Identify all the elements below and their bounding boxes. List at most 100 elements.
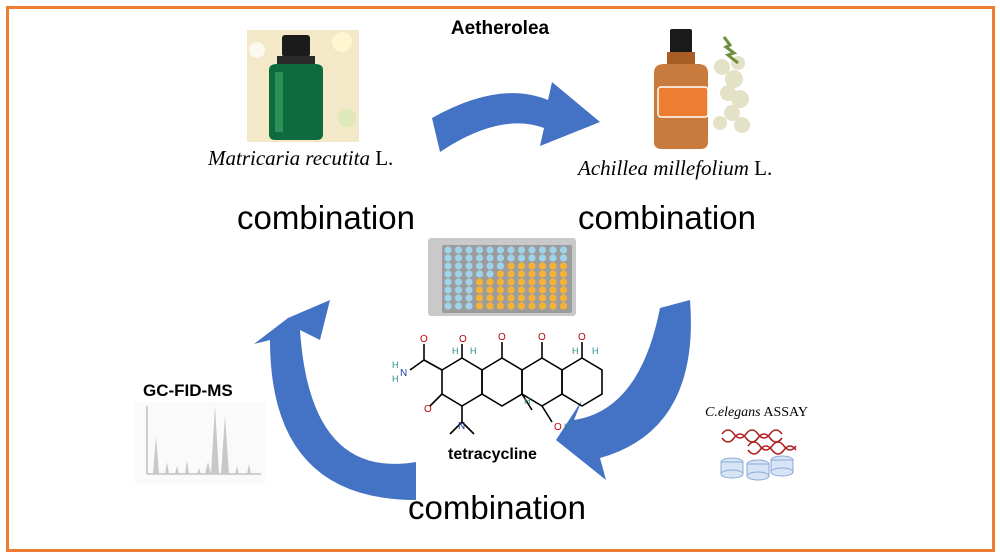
- plate-well: [538, 262, 547, 270]
- plate-well: [549, 246, 557, 254]
- matricaria-species-label: Matricaria recutita L.: [208, 146, 394, 170]
- plate-well: [538, 294, 547, 302]
- svg-text:H: H: [392, 374, 399, 384]
- plate-well: [528, 270, 536, 278]
- plate-well: [559, 254, 568, 262]
- plate-well: [475, 302, 484, 310]
- achillea-species-label: Achillea millefolium L.: [578, 156, 773, 180]
- plate-well: [444, 286, 452, 294]
- svg-text:O: O: [578, 332, 586, 343]
- combination-label-right: combination: [578, 199, 756, 236]
- plate-well: [549, 278, 557, 286]
- plate-well: [507, 270, 515, 278]
- plate-well: [538, 286, 547, 294]
- plate-well: [517, 286, 526, 294]
- plate-well: [559, 294, 568, 302]
- plate-well: [528, 254, 536, 262]
- plate-well: [465, 270, 473, 278]
- plate-well: [444, 302, 452, 310]
- plate-well: [454, 262, 463, 270]
- plate-well: [454, 294, 463, 302]
- plate-well: [475, 294, 484, 302]
- plate-well: [517, 254, 526, 262]
- svg-text:N: N: [458, 421, 465, 432]
- plate-well: [454, 302, 463, 310]
- plate-well: [517, 246, 526, 254]
- plate-well: [465, 262, 473, 270]
- plate-well: [549, 270, 557, 278]
- arrow-right: [556, 300, 691, 480]
- svg-text:H: H: [564, 422, 571, 432]
- figure-title: Aetherolea: [450, 18, 550, 39]
- plate-well: [507, 286, 515, 294]
- plate-well: [465, 278, 473, 286]
- plate-well: [486, 254, 494, 262]
- plate-well: [496, 294, 505, 302]
- achillea-oil-bottle-image: [652, 27, 752, 152]
- svg-text:H: H: [524, 396, 531, 406]
- tetracycline-label: tetracycline: [448, 446, 537, 463]
- plate-well: [507, 254, 515, 262]
- plate-well: [465, 294, 473, 302]
- plate-well: [444, 254, 452, 262]
- plate-well: [507, 278, 515, 286]
- plate-well: [549, 254, 557, 262]
- plate-well: [486, 294, 494, 302]
- plate-well: [517, 278, 526, 286]
- plate-well: [496, 254, 505, 262]
- plate-well: [538, 246, 547, 254]
- plate-well: [496, 270, 505, 278]
- plate-well: [444, 246, 452, 254]
- svg-text:O: O: [554, 422, 562, 433]
- plate-well: [496, 302, 505, 310]
- plate-well: [465, 254, 473, 262]
- plate-well: [454, 270, 463, 278]
- plate-well: [496, 286, 505, 294]
- svg-text:H: H: [592, 346, 599, 356]
- plate-well: [507, 262, 515, 270]
- plate-well: [465, 302, 473, 310]
- plate-well: [507, 246, 515, 254]
- plate-well: [444, 294, 452, 302]
- plate-well: [507, 294, 515, 302]
- svg-text:H: H: [572, 346, 579, 356]
- plate-well: [559, 302, 568, 310]
- combination-label-left: combination: [237, 199, 415, 236]
- c-elegans-assay-label: C.elegans ASSAY: [705, 405, 808, 420]
- combination-label-bottom: combination: [408, 489, 586, 526]
- plate-well: [528, 286, 536, 294]
- c-elegans-assay-image: [720, 429, 797, 481]
- svg-text:H: H: [470, 346, 477, 356]
- plate-well: [559, 262, 568, 270]
- svg-text:N: N: [400, 368, 407, 379]
- svg-text:O: O: [424, 404, 432, 415]
- plate-well: [559, 270, 568, 278]
- plate-well: [465, 246, 473, 254]
- plate-well: [507, 302, 515, 310]
- plate-well: [549, 294, 557, 302]
- arrow-top: [432, 82, 600, 152]
- arrow-left: [254, 300, 416, 500]
- plate-well: [486, 278, 494, 286]
- plate-well: [496, 262, 505, 270]
- plate-well: [475, 254, 484, 262]
- plate-well: [454, 254, 463, 262]
- plate-well: [486, 302, 494, 310]
- plate-well: [475, 286, 484, 294]
- plate-well: [549, 286, 557, 294]
- svg-text:O: O: [498, 332, 506, 343]
- plate-well: [528, 278, 536, 286]
- svg-text:O: O: [538, 332, 546, 343]
- plate-well: [454, 278, 463, 286]
- plate-well: [559, 246, 568, 254]
- plate-well: [486, 246, 494, 254]
- plate-well: [454, 246, 463, 254]
- plate-well: [475, 278, 484, 286]
- plate-well: [538, 302, 547, 310]
- plate-well: [549, 262, 557, 270]
- plate-well: [486, 286, 494, 294]
- plate-well: [528, 302, 536, 310]
- svg-text:H: H: [392, 360, 399, 370]
